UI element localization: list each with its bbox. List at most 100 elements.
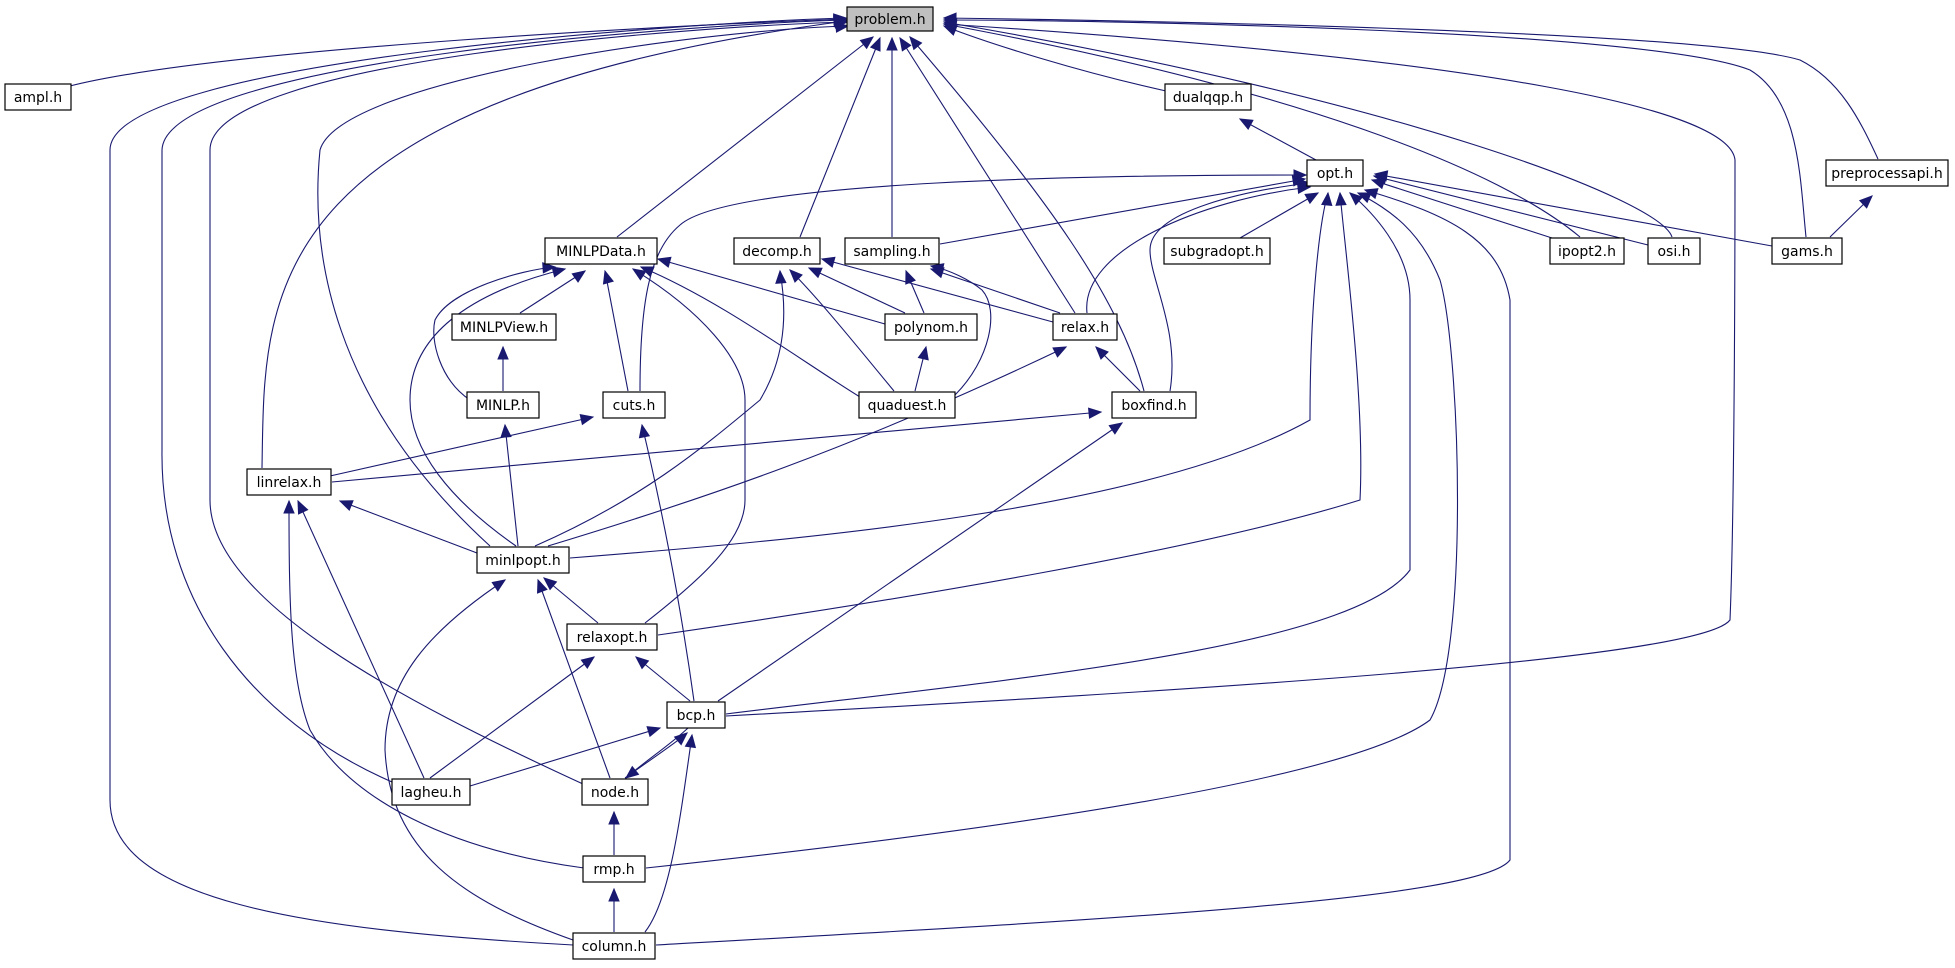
edge-osi-to-problem-line — [943, 21, 1673, 238]
node-decomp-h[interactable]: decomp.h — [733, 237, 821, 265]
edge-minlpopt-to-linrelax-arrowhead — [338, 500, 354, 511]
edge-ipopt2-to-opt — [1371, 179, 1553, 239]
node-dualqqp-h[interactable]: dualqqp.h — [1164, 83, 1252, 111]
edge-ipopt2-to-opt-line — [1371, 179, 1553, 239]
edge-lagheu-to-relaxopt-arrowhead — [580, 656, 596, 670]
edge-rmp-to-linrelax-line — [288, 500, 585, 869]
node-cuts-h[interactable]: cuts.h — [602, 391, 666, 419]
edge-minlpopt-to-minlpdata-line — [409, 268, 566, 547]
node-relax-h[interactable]: relax.h — [1052, 313, 1118, 341]
edge-boxfind-to-problem-line — [909, 36, 1145, 392]
node-rmp-h[interactable]: rmp.h — [582, 855, 646, 883]
edge-cuts-to-opt — [639, 174, 1307, 392]
edge-relaxopt-to-minlpdata-arrowhead — [631, 268, 647, 281]
edge-opt-to-dualqqp — [1239, 118, 1317, 161]
node-minlp-h[interactable]: MINLP.h — [466, 391, 540, 419]
edge-boxfind-to-opt-arrowhead — [1296, 178, 1312, 190]
node-preprocessapi-h[interactable]: preprocessapi.h — [1825, 159, 1949, 187]
edge-linrelax-to-boxfind-line — [331, 411, 1102, 483]
node-problem-h-label: problem.h — [854, 12, 925, 28]
edge-linrelax-to-cuts-arrowhead — [579, 414, 595, 426]
node-column-h-label: column.h — [582, 939, 647, 955]
edge-layer — [69, 12, 1879, 946]
node-sampling-h[interactable]: sampling.h — [844, 237, 940, 265]
node-minlpopt-h[interactable]: minlpopt.h — [476, 546, 570, 574]
node-ipopt2-h[interactable]: ipopt2.h — [1549, 237, 1625, 265]
node-sampling-h-label: sampling.h — [853, 244, 930, 260]
edge-osi-to-opt — [1373, 175, 1649, 246]
edge-cuts-to-opt-line — [639, 174, 1307, 392]
node-minlpview-h[interactable]: MINLPView.h — [451, 313, 557, 341]
edge-ampl-to-problem-line — [69, 18, 847, 87]
edge-bcp-to-relaxopt-arrowhead — [635, 656, 650, 670]
edge-node-to-problem — [209, 21, 848, 785]
edge-column-to-bcp — [644, 734, 693, 933]
edge-sampling-to-opt — [939, 178, 1306, 245]
edge-linrelax-to-cuts — [329, 416, 594, 477]
edge-minlp-to-minlpdata-line — [433, 266, 556, 401]
node-ampl-h[interactable]: ampl.h — [4, 83, 72, 111]
node-rmp-h-label: rmp.h — [593, 862, 634, 878]
edge-polynom-to-decomp-line — [808, 267, 906, 314]
edge-bcp-to-cuts-arrowhead — [638, 423, 651, 439]
node-problem-h[interactable]: problem.h — [846, 6, 934, 32]
edge-minlpopt-to-relax-arrowhead — [1052, 346, 1068, 358]
node-boxfind-h[interactable]: boxfind.h — [1111, 391, 1197, 419]
edge-quaduest-to-minlpdata-line — [640, 266, 861, 398]
edge-cuts-to-minlpdata — [604, 270, 629, 392]
edge-lagheu-to-problem — [161, 19, 847, 783]
edge-minlpopt-to-decomp — [534, 270, 785, 547]
node-cuts-h-label: cuts.h — [613, 398, 656, 414]
edge-ipopt2-to-problem-line — [943, 23, 1581, 238]
edge-minlpdata-to-problem-arrowhead — [859, 36, 875, 50]
node-linrelax-h[interactable]: linrelax.h — [246, 468, 332, 496]
node-lagheu-h[interactable]: lagheu.h — [391, 778, 471, 806]
edge-polynom-to-minlpdata — [657, 258, 886, 325]
node-node-h[interactable]: node.h — [581, 778, 649, 806]
edge-rmp-to-linrelax — [288, 500, 585, 869]
edge-rmp-to-opt-arrowhead — [1356, 192, 1372, 204]
edge-relax-to-problem-line — [899, 37, 1076, 314]
node-quaduest-h-label: quaduest.h — [868, 398, 947, 414]
edge-relaxopt-to-minlpopt-arrowhead — [543, 577, 558, 591]
edge-decomp-to-problem — [799, 37, 881, 238]
edge-minlpopt-to-decomp-line — [534, 270, 785, 547]
edge-bcp-to-problem-line — [725, 23, 1736, 717]
node-column-h[interactable]: column.h — [572, 932, 656, 960]
edge-bcp-to-cuts-line — [641, 424, 695, 702]
edge-minlpopt-to-opt-arrowhead — [1321, 191, 1333, 207]
node-subgradopt-h-label: subgradopt.h — [1170, 244, 1263, 260]
edge-polynom-to-minlpdata-arrowhead — [656, 256, 672, 268]
edge-linrelax-to-boxfind — [331, 411, 1102, 483]
edge-bcp-to-opt-line — [725, 192, 1411, 715]
node-ampl-h-label: ampl.h — [14, 90, 62, 106]
edge-quaduest-to-decomp-arrowhead — [789, 269, 803, 283]
edge-relax-to-problem-arrowhead — [899, 36, 912, 52]
edge-minlpopt-to-minlpdata — [409, 268, 566, 547]
node-gams-h[interactable]: gams.h — [1771, 237, 1843, 265]
edge-dualqqp-to-problem — [943, 25, 1167, 92]
edge-boxfind-to-relax-arrowhead — [1095, 346, 1109, 360]
node-relaxopt-h[interactable]: relaxopt.h — [566, 623, 658, 651]
node-layer: problem.h ampl.h dualqqp.h opt.h preproc… — [4, 6, 1949, 960]
edge-subgradopt-to-opt-arrowhead — [1304, 192, 1320, 205]
edge-decomp-to-problem-arrowhead — [869, 36, 881, 52]
node-relaxopt-h-label: relaxopt.h — [577, 630, 648, 646]
node-minlpdata-h[interactable]: MINLPData.h — [544, 237, 658, 265]
node-polynom-h[interactable]: polynom.h — [884, 313, 978, 341]
edge-lagheu-to-linrelax-arrowhead — [297, 499, 309, 515]
node-osi-h[interactable]: osi.h — [1647, 237, 1701, 265]
node-subgradopt-h[interactable]: subgradopt.h — [1163, 237, 1271, 265]
node-minlpdata-h-label: MINLPData.h — [556, 244, 646, 260]
edge-lagheu-to-linrelax — [297, 500, 425, 779]
edge-gams-to-opt-arrowhead — [1373, 170, 1389, 182]
edge-bcp-to-problem-arrowhead — [942, 19, 957, 31]
node-opt-h[interactable]: opt.h — [1306, 159, 1364, 187]
edge-rmp-to-opt-line — [645, 192, 1459, 869]
edge-node-to-minlpopt — [537, 579, 611, 779]
edge-relax-to-opt-line — [1086, 186, 1311, 314]
node-bcp-h[interactable]: bcp.h — [666, 701, 726, 729]
node-lagheu-h-label: lagheu.h — [400, 785, 461, 801]
node-quaduest-h[interactable]: quaduest.h — [858, 391, 956, 419]
